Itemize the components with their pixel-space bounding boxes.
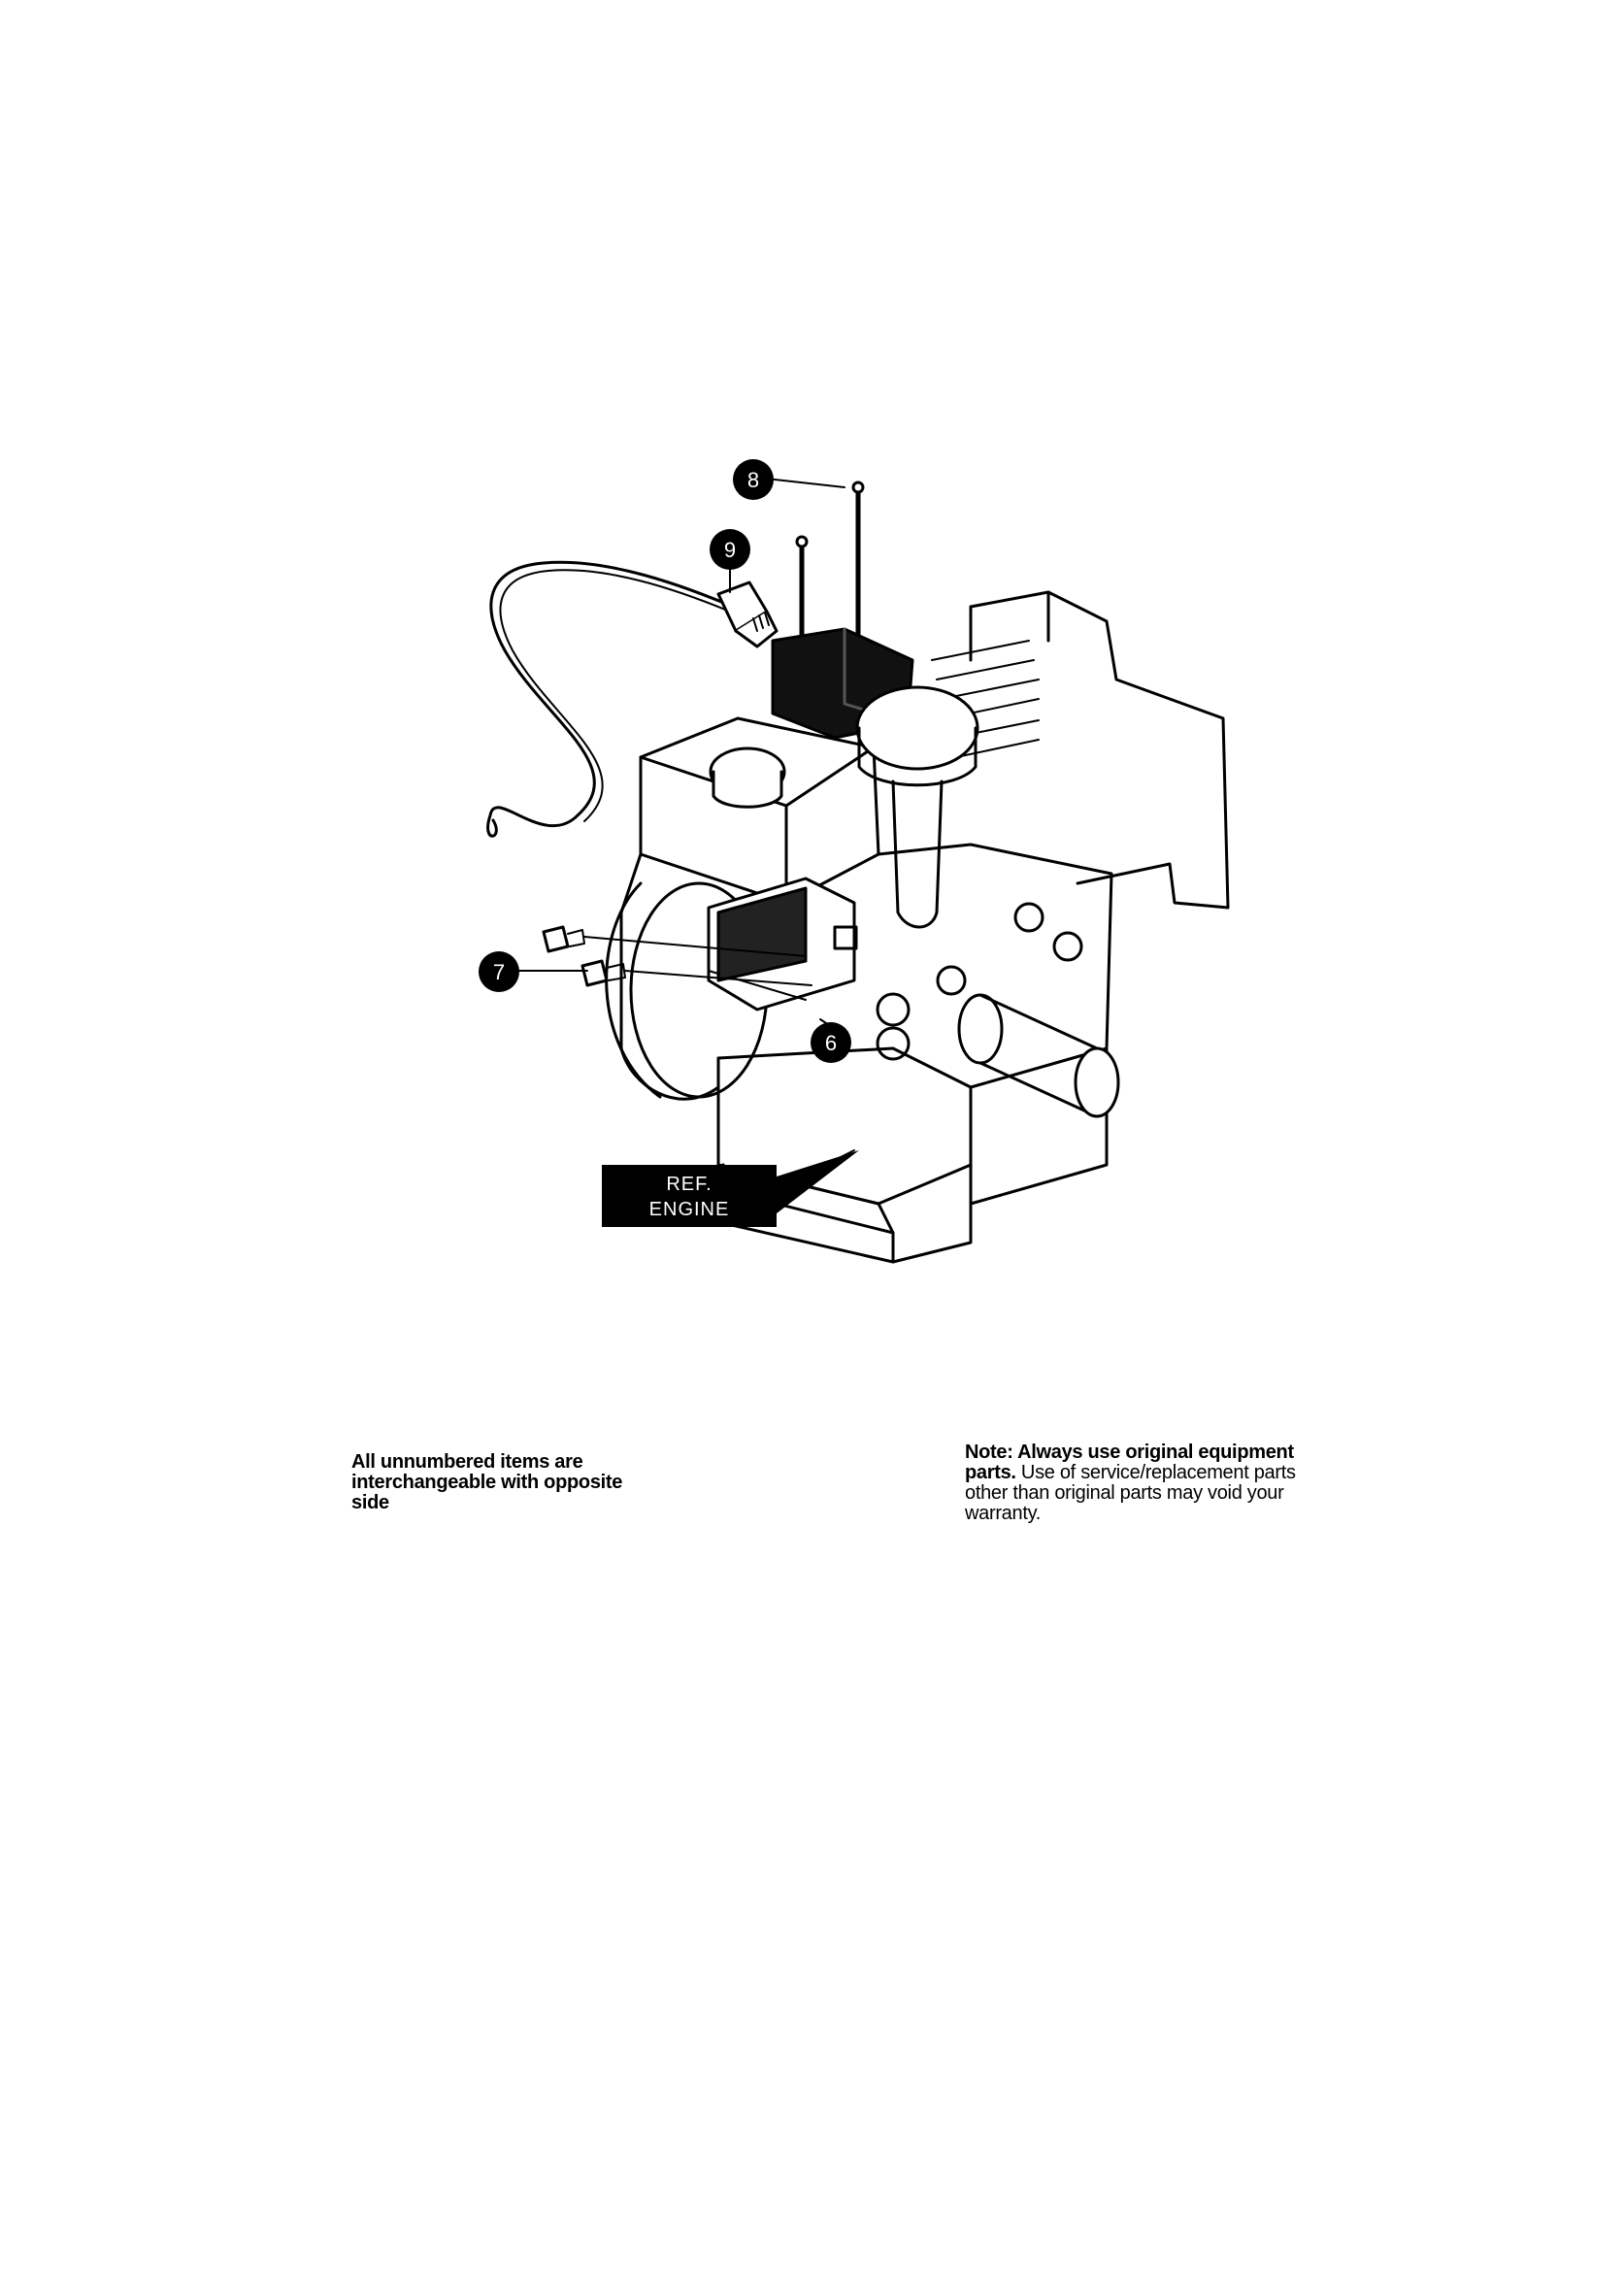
note-right-line2-rest: Use of service/replacement parts [1015,1462,1296,1483]
note-right-line2: parts. Use of service/replacement parts [965,1463,1296,1483]
note-right-line4: warranty. [965,1503,1042,1524]
note-right-line3: other than original parts may void your [965,1482,1284,1504]
note-unnumbered-items: All unnumbered items are interchangeable… [351,1452,622,1513]
ref-label-line1: REF. [666,1174,712,1195]
note-left-line3: side [351,1492,389,1513]
callout-6-label: 6 [825,1031,837,1055]
engine-body [605,590,1230,1264]
callout-9: 9 [710,529,750,570]
callout-7-label: 7 [493,960,505,984]
note-left-line1: All unnumbered items are [351,1451,583,1473]
ref-engine-label: REF. ENGINE [602,1150,859,1227]
note-original-parts: Note: Always use original equipment part… [965,1442,1296,1524]
note-right-line2-bold: parts. [965,1462,1016,1483]
callout-7: 7 [479,951,519,992]
note-right-line1: Note: Always use original equipment [965,1442,1294,1463]
callout-9-label: 9 [724,538,736,562]
ignition-cable [486,560,779,838]
note-left-line2: interchangeable with opposite [351,1472,623,1493]
callout-6: 6 [811,1022,851,1063]
bolts-7 [542,925,812,987]
callout-8-label: 8 [747,468,759,492]
callout-8: 8 [733,459,774,500]
ref-label-line2: ENGINE [649,1199,730,1220]
